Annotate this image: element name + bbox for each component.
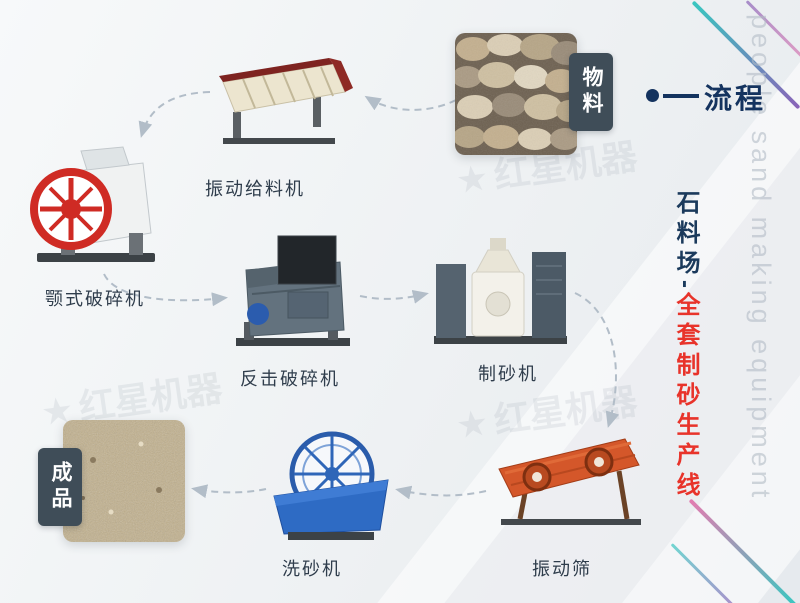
jaw-crusher-image: [25, 135, 165, 270]
label-vibrating-feeder: 振动给料机: [205, 179, 305, 199]
star-icon: ★: [453, 401, 492, 447]
star-icon: ★: [453, 156, 492, 202]
label-vibrating-screen: 振动筛: [532, 559, 592, 579]
connector-material-feeder: [364, 95, 457, 111]
connector-sandmaker-screen: [574, 292, 620, 428]
product-badge: 成品: [38, 448, 82, 526]
raw-material-photo: [455, 33, 577, 155]
corner-ribbon: [670, 543, 737, 603]
label-sand-washer: 洗砂机: [282, 559, 342, 579]
flow-title-dot: [646, 89, 659, 102]
vibrating-feeder-image: [205, 52, 355, 152]
connector-washer-product: [191, 484, 267, 499]
corner-ribbon: [745, 0, 800, 66]
connector-feeder-jaw: [138, 91, 211, 138]
flow-title: 流程: [704, 83, 767, 114]
label-impact-crusher: 反击破碎机: [240, 369, 340, 389]
flow-title-line: [663, 94, 699, 98]
impact-crusher-image: [228, 222, 358, 357]
material-badge: 物料: [569, 53, 613, 131]
connector-impact-sandmaker: [359, 289, 429, 304]
sand-washer-image: [268, 418, 393, 548]
finished-sand-photo: [63, 420, 185, 542]
side-title-dark: 石料场-: [672, 190, 699, 294]
sand-maker-image: [428, 222, 573, 357]
side-title-red: 全套制砂生产线: [672, 292, 699, 502]
corner-ribbon: [688, 498, 798, 603]
label-jaw-crusher: 颚式破碎机: [45, 289, 145, 309]
connector-screen-washer: [395, 485, 487, 500]
label-sand-maker: 制砂机: [478, 364, 538, 384]
vibrating-screen-image: [487, 425, 652, 530]
